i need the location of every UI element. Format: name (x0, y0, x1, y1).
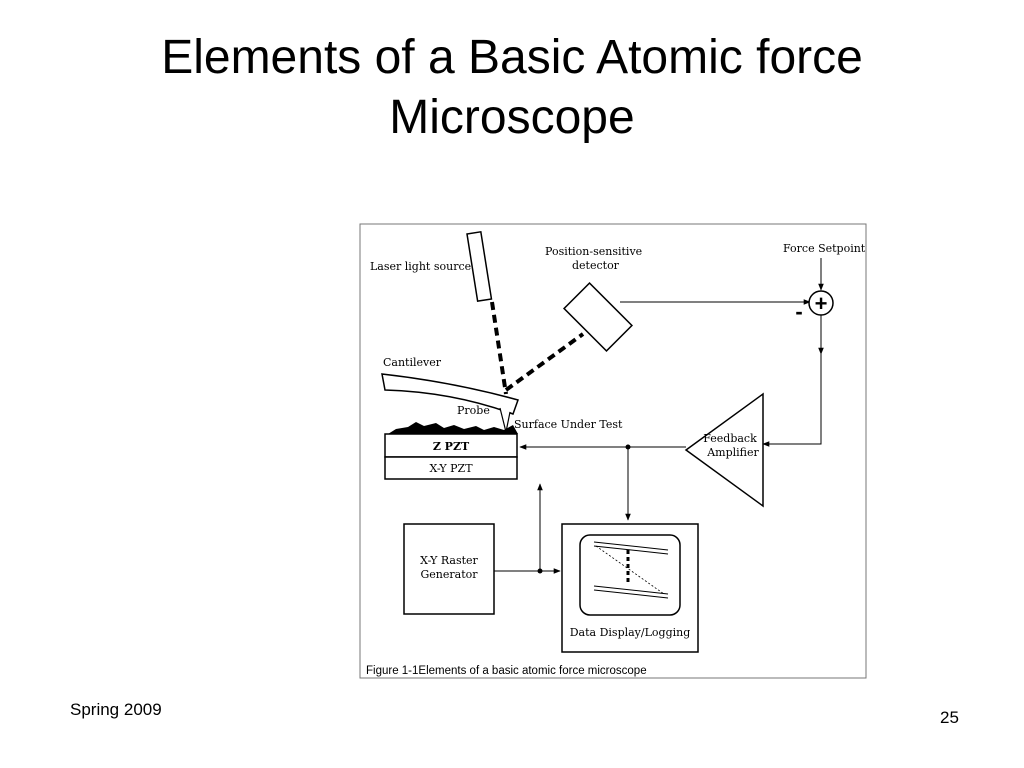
error-signal-to-amplifier (762, 354, 822, 447)
plus-sign: + (815, 291, 828, 316)
z-pzt: Z PZT (384, 433, 518, 458)
cantilever-label: Cantilever (383, 356, 442, 369)
feedback-label-line-2: Amplifier (706, 446, 759, 459)
reflected-beam (504, 332, 585, 392)
slide-number: 25 (940, 708, 959, 727)
afm-diagram: Laser light source Position-sensitive de… (359, 223, 867, 679)
laser-label: Laser light source (370, 260, 471, 273)
position-sensitive-detector: Position-sensitive detector (545, 245, 642, 353)
cantilever (381, 373, 519, 415)
figure-caption: Figure 1-1Elements of a basic atomic for… (366, 665, 647, 677)
z-pzt-label: Z PZT (433, 440, 470, 453)
xy-pzt: X-Y PZT (384, 456, 518, 480)
laser-light-source: Laser light source (370, 230, 493, 303)
slide-title-line-1: Elements of a Basic Atomic force (161, 31, 863, 84)
laser-body (466, 230, 493, 303)
raster-label-line-2: Generator (420, 568, 478, 581)
detector-label-line-2: detector (572, 259, 620, 272)
detector-body (562, 281, 634, 353)
sample-surface (388, 422, 518, 434)
feedback-amplifier: Feedback Amplifier (684, 392, 764, 508)
xy-pzt-label: X-Y PZT (429, 462, 473, 475)
display-label: Data Display/Logging (570, 626, 691, 639)
probe-label: Probe (457, 404, 490, 417)
data-display-logging: Data Display/Logging (561, 523, 699, 653)
minus-sign: - (795, 299, 802, 324)
display-screen (579, 534, 681, 616)
detector-label-line-1: Position-sensitive (545, 245, 642, 258)
surface-label: Surface Under Test (514, 418, 623, 431)
force-setpoint-label: Force Setpoint (783, 242, 866, 255)
raster-label-line-1: X-Y Raster (420, 554, 478, 567)
laser-beam (490, 301, 508, 395)
feedback-label-line-1: Feedback (703, 432, 757, 445)
slide-title-line-2: Microscope (389, 91, 635, 144)
xy-raster-generator: X-Y Raster Generator (403, 523, 495, 615)
footer-date: Spring 2009 (70, 700, 162, 719)
slide-title: Elements of a Basic Atomic force Microsc… (40, 28, 984, 148)
